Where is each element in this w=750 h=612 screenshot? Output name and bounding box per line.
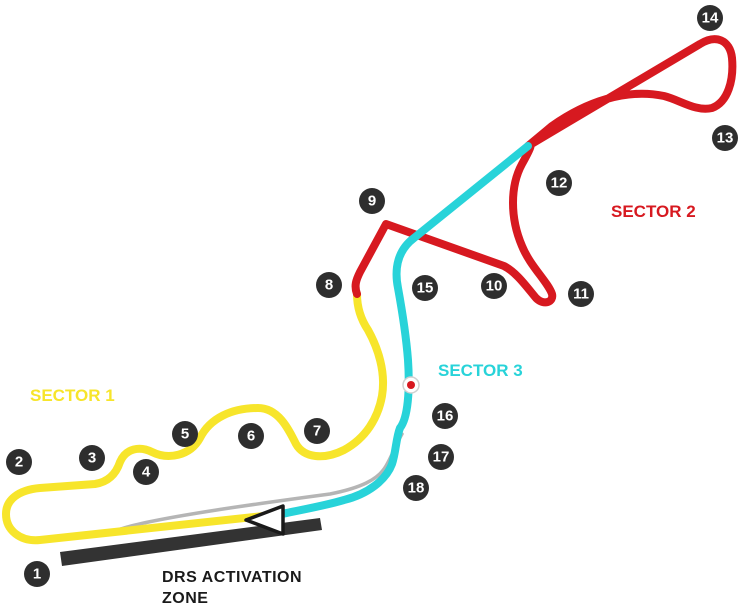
drs-label-line-1: DRS ACTIVATION <box>162 569 302 586</box>
corner-label-1: 1 <box>33 566 41 583</box>
corner-label-9: 9 <box>368 193 376 210</box>
corner-label-3: 3 <box>88 450 96 467</box>
corner-label-18: 18 <box>408 480 425 497</box>
corner-marker-6: 6 <box>238 423 264 449</box>
sector-1-label: SECTOR 1 <box>30 386 115 405</box>
corner-marker-9: 9 <box>359 188 385 214</box>
corner-marker-16: 16 <box>432 403 458 429</box>
corner-marker-13: 13 <box>712 125 738 151</box>
drs-zone-bar <box>60 518 322 566</box>
corner-marker-3: 3 <box>79 445 105 471</box>
corner-label-12: 12 <box>551 175 568 192</box>
corner-label-11: 11 <box>573 286 589 303</box>
corner-label-5: 5 <box>181 426 189 443</box>
corner-marker-14: 14 <box>697 5 723 31</box>
corner-marker-1: 1 <box>24 561 50 587</box>
corner-label-13: 13 <box>717 130 734 147</box>
sector-2-track <box>351 35 737 307</box>
sector-1-track <box>2 290 387 545</box>
corner-label-15: 15 <box>417 280 434 297</box>
corner-label-17: 17 <box>433 449 450 466</box>
corner-marker-11: 11 <box>568 281 594 307</box>
corner-label-8: 8 <box>325 277 333 294</box>
corner-marker-4: 4 <box>133 459 159 485</box>
corner-marker-5: 5 <box>172 421 198 447</box>
corner-marker-17: 17 <box>428 444 454 470</box>
corner-marker-12: 12 <box>546 170 572 196</box>
corner-marker-8: 8 <box>316 272 342 298</box>
corner-marker-15: 15 <box>412 275 438 301</box>
sector-3-track <box>278 142 532 518</box>
corner-marker-2: 2 <box>6 449 32 475</box>
sector-3-label: SECTOR 3 <box>438 361 523 380</box>
timing-point-dot <box>407 381 415 389</box>
start-finish-arrow-icon <box>244 504 285 536</box>
drs-label-line-2: ZONE <box>162 590 208 607</box>
corner-marker-7: 7 <box>304 418 330 444</box>
corner-marker-18: 18 <box>403 475 429 501</box>
corner-label-2: 2 <box>15 454 23 471</box>
corner-label-16: 16 <box>437 408 454 425</box>
corner-label-14: 14 <box>702 10 719 27</box>
sector-2-label: SECTOR 2 <box>611 202 696 221</box>
corner-label-6: 6 <box>247 428 255 445</box>
corner-marker-10: 10 <box>481 273 507 299</box>
corner-label-7: 7 <box>313 423 321 440</box>
corner-label-4: 4 <box>142 464 151 481</box>
corner-label-10: 10 <box>486 278 503 295</box>
